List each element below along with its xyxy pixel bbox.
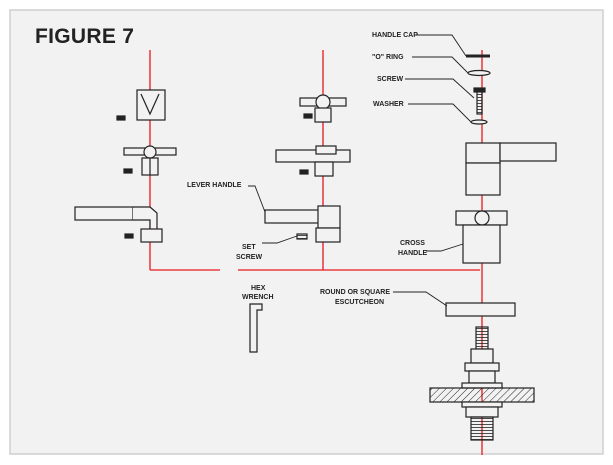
- right-assembly: [429, 54, 557, 441]
- valve-stem: [475, 326, 489, 350]
- cross-handle-body: [462, 224, 501, 264]
- upper-lever-body: [465, 162, 501, 196]
- lever-handle-base: [315, 227, 341, 243]
- label-o-ring: "O" RING: [372, 54, 404, 61]
- label-set-screw-2: SCREW: [236, 254, 262, 261]
- hex-wrench-part: [249, 303, 263, 353]
- valve-body: [470, 416, 494, 441]
- upper-lever-bar: [499, 142, 557, 162]
- panel-border: [9, 9, 604, 455]
- washer-part: [470, 119, 488, 125]
- label-set-screw-1: SET: [242, 244, 256, 251]
- middle-assembly: [264, 94, 351, 243]
- left-lever-bar: [74, 206, 134, 221]
- left-assembly: [74, 89, 177, 243]
- screw-part: [476, 89, 483, 115]
- leader-lines: [248, 34, 475, 307]
- set-screw-mark-3: [124, 233, 134, 239]
- v-handle: [136, 89, 166, 121]
- label-hex-wrench-1: HEX: [251, 285, 266, 292]
- set-screw-mark-1: [116, 115, 126, 121]
- upper-lever-hub: [465, 142, 501, 164]
- lever-handle-bar: [264, 209, 326, 224]
- escutcheon-part: [445, 302, 516, 317]
- left-lever-base: [140, 228, 163, 243]
- label-screw: SCREW: [377, 76, 403, 83]
- label-escutcheon-2: ESCUTCHEON: [335, 299, 384, 306]
- set-screw-icon: [296, 233, 308, 240]
- label-handle-cap: HANDLE CAP: [372, 32, 418, 39]
- label-escutcheon-1: ROUND OR SQUARE: [320, 289, 390, 296]
- wall-section: [429, 387, 535, 403]
- label-cross-handle-1: CROSS: [400, 240, 425, 247]
- label-washer: WASHER: [373, 101, 404, 108]
- o-ring-part: [467, 69, 491, 77]
- label-hex-wrench-2: WRENCH: [242, 294, 274, 301]
- middle-lever-bar: [275, 149, 351, 163]
- label-cross-handle-2: HANDLE: [398, 250, 427, 257]
- set-screw-mark-2: [123, 168, 133, 174]
- figure-title: FIGURE 7: [35, 25, 135, 48]
- label-lever-handle: LEVER HANDLE: [187, 182, 242, 189]
